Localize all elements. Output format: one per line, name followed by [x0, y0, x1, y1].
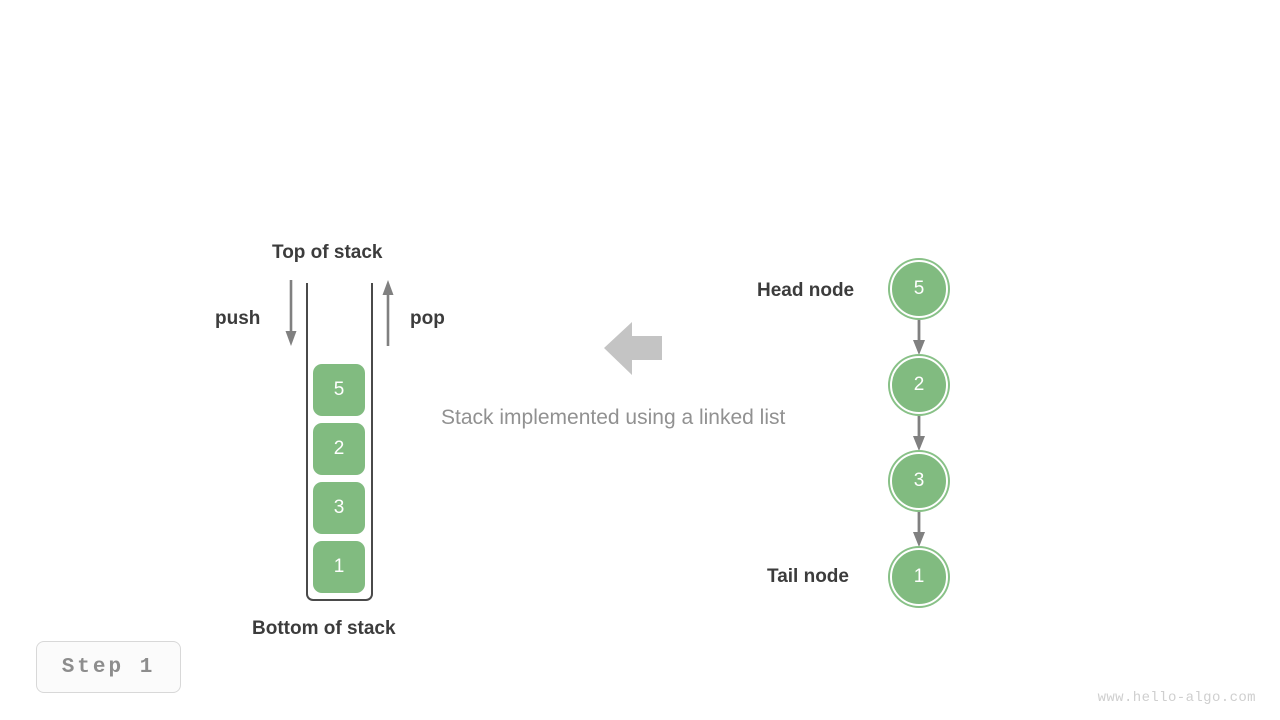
head-node-label: Head node — [757, 280, 855, 301]
stack-cell: 3 — [313, 482, 365, 534]
tail-node-label: Tail node — [767, 566, 849, 587]
diagram-caption: Stack implemented using a linked list — [441, 406, 786, 429]
watermark: www.hello-algo.com — [1097, 690, 1256, 706]
linked-list-node: 2 — [890, 356, 948, 414]
bottom-of-stack-label: Bottom of stack — [252, 618, 396, 639]
push-pop-arrows — [285, 280, 394, 346]
stack-cell: 5 — [313, 364, 365, 416]
linked-list-connectors — [913, 310, 925, 547]
stack-cell: 1 — [313, 541, 365, 593]
linked-list-node: 5 — [890, 260, 948, 318]
step-badge: Step 1 — [36, 641, 181, 693]
linked-list-node: 1 — [890, 548, 948, 606]
stack-container — [306, 283, 373, 601]
top-of-stack-label: Top of stack — [272, 242, 383, 263]
pop-arrow-icon — [382, 280, 394, 346]
stack-cell: 2 — [313, 423, 365, 475]
linked-list-node: 3 — [890, 452, 948, 510]
push-arrow-icon — [285, 280, 297, 346]
transform-arrow-icon — [604, 322, 662, 375]
push-label: push — [215, 308, 261, 329]
pop-label: pop — [410, 308, 445, 329]
